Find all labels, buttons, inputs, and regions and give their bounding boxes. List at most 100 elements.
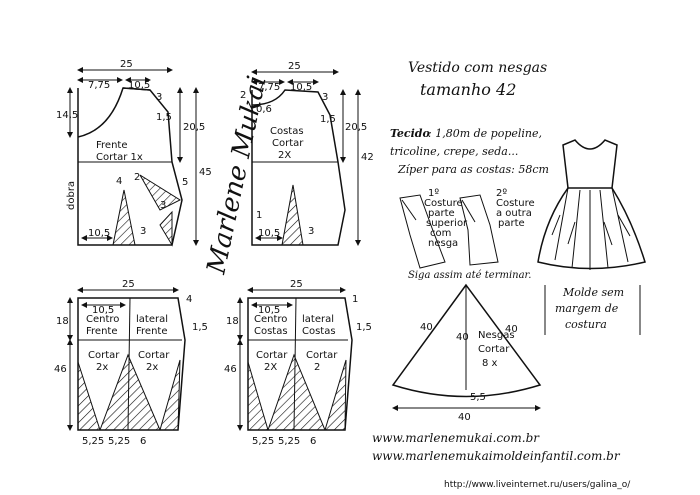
sewing-steps-illustration: 1º Costure parte superior com nesga 2º C… [399, 188, 535, 281]
front-d10-5: 10,5 [88, 228, 110, 239]
svg-text:Costure: Costure [424, 198, 463, 209]
svg-text:superior: superior [426, 218, 468, 229]
fabric-line2: tricoline, crepe, seda... [390, 145, 518, 158]
skirt-front: 25 10,5 18 46 4 1,5 5,25 5,25 6 Centro F… [54, 279, 208, 447]
back-name: Costas [270, 126, 304, 137]
back-neck-dim: 7,75 [258, 82, 280, 93]
skirt-back-d1-5: 1,5 [356, 322, 372, 333]
svg-text:1º: 1º [428, 188, 439, 199]
back-d0-6: 0,6 [256, 104, 272, 115]
gusset-piece: 40 40 40 40 5,5 Nesgas Cortar 8 x [391, 283, 542, 423]
skirt-front-width: 25 [122, 279, 135, 290]
seam-note-2: margem de [555, 302, 619, 315]
back-cut-1: Cortar [272, 138, 304, 149]
front-d3c: 3 [160, 200, 166, 211]
back-cut-2: 2X [278, 150, 291, 161]
front-waist-dart [112, 189, 136, 246]
skirt-front-cut-r1: Cortar [138, 350, 170, 361]
skirt-front-b2: 5,25 [108, 436, 130, 447]
skirt-back-h18: 18 [226, 316, 239, 327]
front-width-dim: 25 [120, 59, 133, 70]
skirt-front-side-1: lateral [136, 314, 168, 325]
back-shoulder-dim: 10,5 [290, 82, 312, 93]
back-h20-5: 20,5 [345, 122, 367, 133]
fabric-line1: : 1,80m de popeline, [428, 127, 542, 140]
skirt-back-cut-r1: Cortar [306, 350, 338, 361]
front-bodice: 25 7,75 10,5 3 1,5 14,5 20,5 45 4 2 5 10… [56, 59, 212, 247]
front-d4: 4 [116, 176, 122, 187]
gusset-cut-2: 8 x [482, 358, 498, 369]
skirt-front-cut-r2: 2x [146, 362, 158, 373]
website-2: www.marlenemukaimoldeinfantil.com.br [372, 449, 621, 463]
skirt-back-gusset-slot [267, 353, 326, 431]
back-waist-dart [281, 184, 304, 246]
front-h20-5: 20,5 [183, 122, 205, 133]
skirt-front-h46: 46 [54, 364, 67, 375]
skirt-back-cut-l2: 2X [264, 362, 277, 373]
svg-text:a outra: a outra [496, 208, 532, 219]
skirt-back-cut-l1: Cortar [256, 350, 288, 361]
front-cut: Cortar 1x [96, 152, 143, 163]
front-side-dart [139, 174, 182, 211]
seam-note-3: costura [565, 318, 607, 331]
dress-illustration [537, 139, 646, 270]
fabric-label: Tecido [390, 127, 430, 140]
gusset-left-dim: 40 [420, 322, 433, 333]
svg-text:nesga: nesga [428, 238, 458, 249]
front-d3b: 3 [140, 226, 146, 237]
skirt-back-b3: 6 [310, 436, 316, 447]
skirt-back: 25 10,5 18 46 1 1,5 5,25 5,25 6 Centro C… [224, 279, 372, 447]
gusset-right-dim: 40 [505, 324, 518, 335]
skirt-back-d1: 1 [352, 294, 358, 305]
front-d1-5: 1,5 [156, 112, 172, 123]
skirt-back-width: 25 [290, 279, 303, 290]
front-d3a: 3 [156, 92, 162, 103]
front-h45: 45 [199, 167, 212, 178]
skirt-back-top: 10,5 [258, 305, 280, 316]
gusset-center-dim: 40 [456, 332, 469, 343]
skirt-back-b1: 5,25 [252, 436, 274, 447]
gusset-cut-1: Cortar [478, 344, 510, 355]
back-width-dim: 25 [288, 61, 301, 72]
skirt-front-d1-5: 1,5 [192, 322, 208, 333]
back-h42: 42 [361, 152, 374, 163]
skirt-front-top: 10,5 [92, 305, 114, 316]
skirt-front-center-2: Frente [86, 326, 117, 337]
skirt-front-gusset-slot [99, 353, 161, 431]
seam-note-1: Molde sem [562, 286, 624, 299]
skirt-back-center-2: Costas [254, 326, 288, 337]
skirt-front-b1: 5,25 [82, 436, 104, 447]
skirt-front-cut-l1: Cortar [88, 350, 120, 361]
skirt-front-side-2: Frente [136, 326, 167, 337]
skirt-back-cut-r2: 2 [314, 362, 320, 373]
gusset-name: Nesgas [478, 330, 515, 341]
svg-text:Costure: Costure [496, 198, 535, 209]
sewing-continue: Siga assim até terminar. [408, 270, 531, 281]
front-fold-label: dobra [66, 181, 77, 210]
front-h14-5: 14,5 [56, 110, 78, 121]
skirt-back-center-1: Centro [254, 314, 287, 325]
front-neck-dim: 7,75 [88, 80, 110, 91]
website-1: www.marlenemukai.com.br [372, 431, 540, 445]
back-d1-5: 1,5 [320, 114, 336, 125]
back-d10-5: 10,5 [258, 228, 280, 239]
front-name: Frente [96, 140, 127, 151]
skirt-back-side-2: Costas [302, 326, 336, 337]
skirt-back-h46: 46 [224, 364, 237, 375]
back-d1: 1 [256, 210, 262, 221]
fabric-zipper: Zíper para as costas: 58cm [397, 163, 549, 176]
front-shoulder-dim: 10,5 [128, 80, 150, 91]
back-d3: 3 [322, 92, 328, 103]
front-d2: 2 [134, 172, 140, 183]
back-bodice: 25 7,75 10,5 2 0,6 3 1,5 20,5 42 1 10,5 … [240, 61, 374, 246]
skirt-front-cut-l2: 2x [96, 362, 108, 373]
svg-text:parte: parte [498, 218, 525, 229]
svg-text:parte: parte [428, 208, 455, 219]
title-line2: tamanho 42 [420, 80, 516, 99]
svg-text:com: com [430, 228, 451, 239]
skirt-back-b2: 5,25 [278, 436, 300, 447]
title-line1: Vestido com nesgas [408, 60, 547, 76]
front-side-dart-lower [159, 210, 173, 247]
